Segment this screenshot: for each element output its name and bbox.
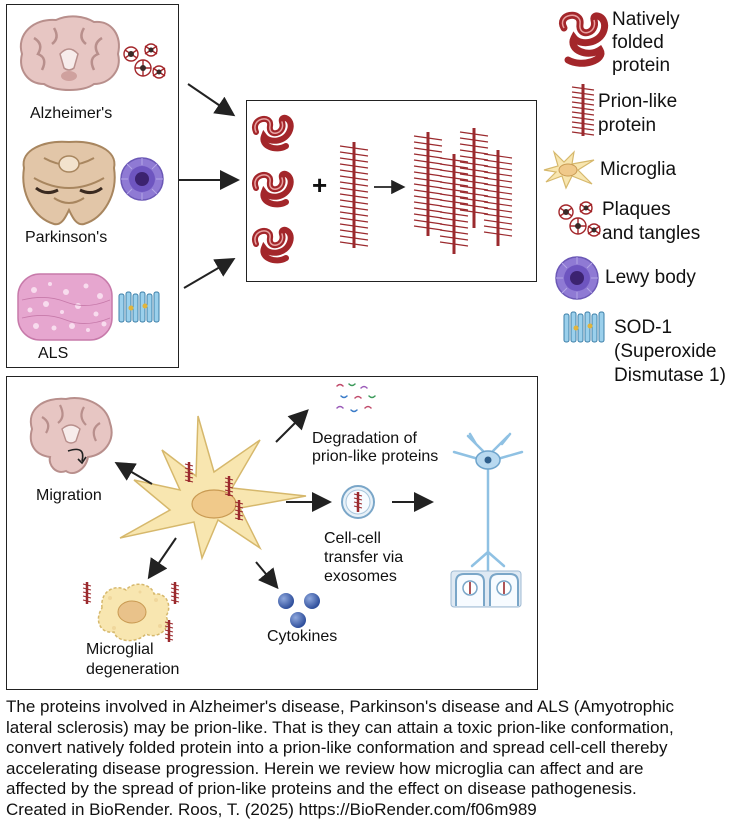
synapse-icon <box>450 570 522 608</box>
migration-brain-icon <box>29 397 113 475</box>
legend-natively-line2: folded <box>612 32 664 53</box>
plaques-tangles-icon <box>123 43 166 79</box>
legend-plaques-line1: Plaques <box>602 199 671 220</box>
als-label: ALS <box>38 345 69 362</box>
prion-fibril-icon <box>339 142 369 248</box>
parkinson-brainstem-icon <box>22 140 116 226</box>
caption-line-1: The proteins involved in Alzheimer's dis… <box>6 697 674 716</box>
caption-line-6: Created in BioRender. Roos, T. (2025) ht… <box>6 799 537 819</box>
cytokines-label: Cytokines <box>267 628 338 645</box>
legend-lewy-body-icon <box>555 256 599 300</box>
degradation-line1: Degradation of <box>312 430 417 447</box>
transfer-line2: transfer via <box>324 549 404 566</box>
transfer-line1: Cell-cell <box>324 530 381 547</box>
conversion-arrow <box>374 179 406 195</box>
legend-sod1-line3: Dismutase 1) <box>614 365 726 386</box>
legend-prion-line2: protein <box>598 115 657 136</box>
caption-line-4: accelerating disease progression. Herein… <box>6 758 644 778</box>
legend-microglia-icon <box>543 149 595 190</box>
degenerating-microglia-icon <box>82 582 180 642</box>
migration-label: Migration <box>36 487 102 504</box>
cytokines-icon <box>278 593 320 628</box>
legend-prion-icon <box>571 84 595 136</box>
legend-plaques-icon <box>558 201 601 237</box>
microglia-cell-icon <box>119 415 307 561</box>
figure-caption: The proteins involved in Alzheimer's dis… <box>6 697 746 820</box>
legend-natively-line1: Natively <box>612 9 680 30</box>
exosome-icon <box>341 485 375 519</box>
sod1-icon <box>118 291 160 323</box>
degraded-fragments-icon <box>336 383 376 413</box>
caption-line-3: convert natively folded protein into a p… <box>6 738 668 757</box>
microglia-arrows <box>114 409 434 590</box>
caption-line-2: lateral sclerosis) may be prion-like. Th… <box>6 717 674 737</box>
transfer-line3: exosomes <box>324 568 397 585</box>
legend-natively-line3: protein <box>612 55 671 76</box>
legend-prion-line1: Prion-like <box>598 91 678 112</box>
als-tissue-icon <box>17 273 113 341</box>
parkinsons-label: Parkinson's <box>25 229 108 246</box>
legend-sod1-line2: (Superoxide <box>614 341 717 362</box>
lewy-body-icon <box>120 157 164 201</box>
plus-sign: + <box>312 170 328 200</box>
legend-folded-protein-icon <box>559 11 609 67</box>
degeneration-line2: degeneration <box>86 661 180 678</box>
legend-sod1-line1: SOD-1 <box>614 317 673 338</box>
arrows-to-conversion <box>178 83 240 289</box>
neuron-icon <box>452 432 524 572</box>
folded-protein-stack-icon <box>252 114 294 264</box>
legend-sod1-icon <box>563 311 605 343</box>
legend-microglia: Microglia <box>600 159 677 180</box>
aggregated-fibrils-icon <box>413 128 513 254</box>
degeneration-line1: Microglial <box>86 641 154 658</box>
alzheimers-label: Alzheimer's <box>30 105 113 122</box>
caption-line-5: affected by the spread of prion-like pro… <box>6 779 637 798</box>
legend-lewy-body: Lewy body <box>605 267 696 288</box>
legend-plaques-line2: and tangles <box>602 223 701 244</box>
alzheimer-brain-icon <box>19 15 120 91</box>
degradation-line2: prion-like proteins <box>312 448 439 465</box>
